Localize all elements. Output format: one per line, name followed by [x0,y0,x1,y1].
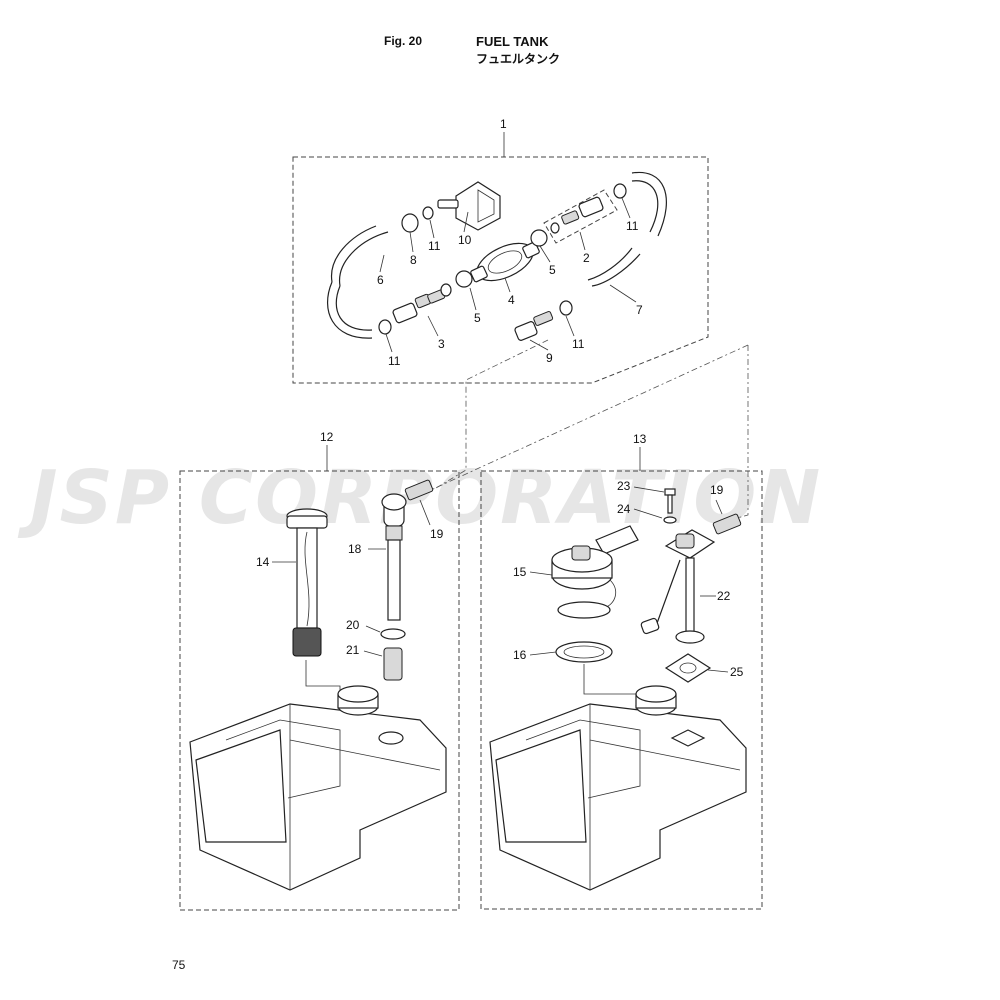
callout-4: 4 [508,293,515,307]
callout-2: 2 [583,251,590,265]
check-valve-5-right [530,229,548,247]
hose-assembly-outline [292,156,709,384]
leader-lines-hose-group [379,197,637,353]
callout-10: 10 [458,233,472,247]
fitting-19-left [404,479,434,501]
leader-line [365,625,381,633]
leader-line [529,571,553,576]
callout-6: 6 [377,273,384,287]
fuel-tank-left [189,685,447,891]
filter-21 [383,647,403,681]
cap-o-ring [557,601,611,619]
leader-line [363,650,383,657]
screw-23 [664,488,676,514]
page-number: 75 [172,958,186,972]
callout-8: 8 [410,253,417,267]
hose-right-lower [587,247,641,287]
callout-11a: 11 [428,239,441,253]
connection-line-right [729,345,749,521]
leader-line [633,508,663,519]
callout-22: 22 [717,589,731,603]
hose-left [330,225,389,287]
callout-3: 3 [438,337,445,351]
clip-near-3 [440,283,452,297]
callout-13: 13 [633,432,647,446]
callout-25: 25 [730,665,744,679]
gasket-25 [664,653,712,683]
callout-9: 9 [546,351,553,365]
callout-5b: 5 [549,263,556,277]
leader-line [707,669,729,673]
callout-21: 21 [346,643,360,657]
callout-7: 7 [636,303,643,317]
washer-24 [663,516,677,524]
callout-18: 18 [348,542,362,556]
callout-19a: 19 [430,527,444,541]
callout-11c: 11 [388,354,401,368]
watermark: JSP CORPORATION [30,455,823,541]
leader-line [419,499,431,526]
callout-15: 15 [513,565,527,579]
clip-8 [401,213,419,233]
callout-1: 1 [500,117,507,131]
leader-line [715,499,723,515]
connector-3 [392,289,446,324]
clip-11-d [559,300,573,316]
primer-bulb-4 [470,241,540,283]
fuel-tank-right [489,685,747,891]
fuel-gauge-14 [286,508,328,657]
page-title-japanese: フュエルタンク [476,52,561,66]
engine-connector-10 [437,181,501,231]
callout-16: 16 [513,648,527,662]
callout-19b: 19 [710,483,724,497]
check-valve-5-left [455,270,473,288]
leader-line [529,651,557,656]
page-title: FUEL TANK [476,34,549,49]
callout-20: 20 [346,618,360,632]
clip-11-b [613,183,627,199]
callout-24: 24 [617,502,631,516]
callout-14: 14 [256,555,270,569]
figure-label: Fig. 20 [384,34,423,48]
clip-11-c [422,206,434,220]
connection-line-9-to-19 [435,339,549,489]
tank-13-outline [480,470,763,910]
fuel-gauge-22 [640,529,716,644]
leader-line [305,660,341,700]
fitting-19-right [712,513,742,535]
o-ring-20 [380,628,406,640]
tank-connector-9 [514,311,554,341]
fuel-cap-15 [551,545,617,609]
callout-12: 12 [320,430,334,444]
connector-2 [550,196,604,234]
hose-left-lower [327,281,373,339]
clip-11-a [378,319,392,335]
tank-12-outline [179,470,460,911]
connector-2-outline [543,189,618,244]
connection-line-diag [419,344,749,496]
hose-right [631,171,667,237]
callout-11d: 11 [572,337,585,351]
callout-11b: 11 [626,219,639,233]
pickup-tube-18 [381,493,407,621]
label-plate [595,525,639,555]
callout-23: 23 [617,479,631,493]
callout-5a: 5 [474,311,481,325]
leader-line [633,486,665,493]
